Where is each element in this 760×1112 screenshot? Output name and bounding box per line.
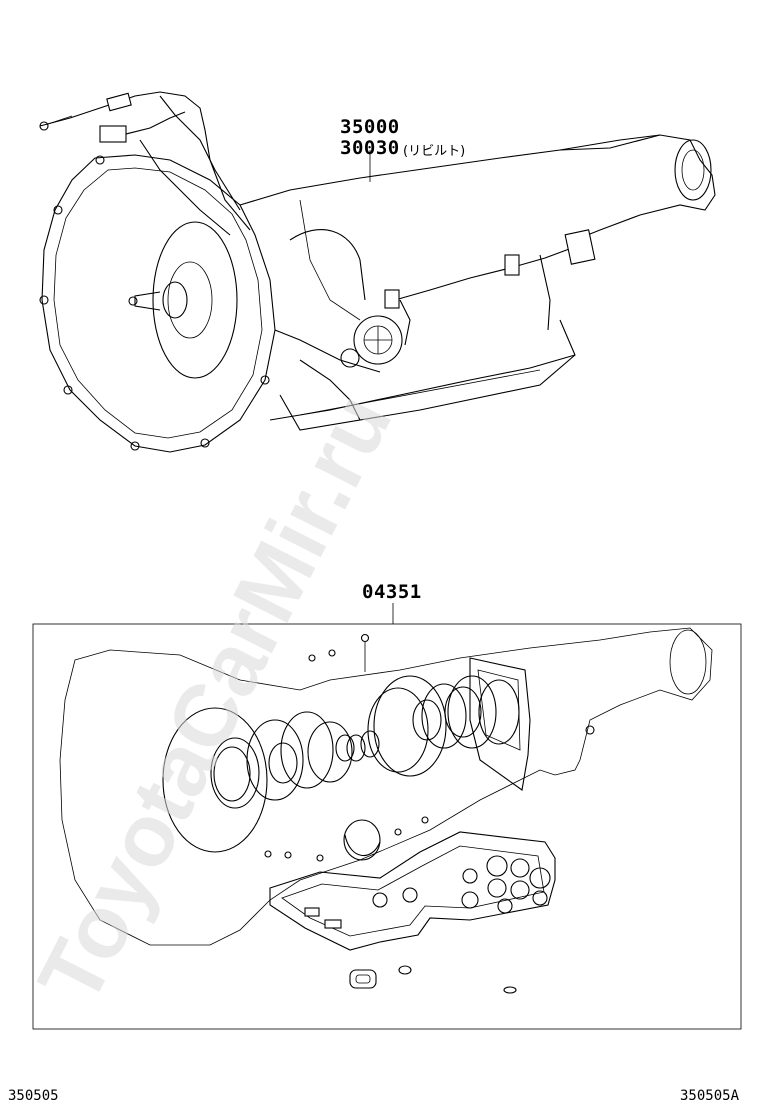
- callout-rebuilt-part: 30030: [340, 137, 400, 159]
- callout-gasket-kit-part: 04351: [362, 581, 422, 603]
- footer-right-code: 350505A: [680, 1088, 740, 1104]
- transmission-assembly-illustration: [39, 91, 716, 453]
- gasket-kit-illustration: [59, 627, 713, 994]
- gasket-kit-frame: [32, 603, 742, 1030]
- footer-left-code: 350505: [8, 1088, 59, 1104]
- callout-transmission-part: 35000: [340, 116, 400, 138]
- callout-rebuilt-note: (リビルト): [403, 144, 466, 159]
